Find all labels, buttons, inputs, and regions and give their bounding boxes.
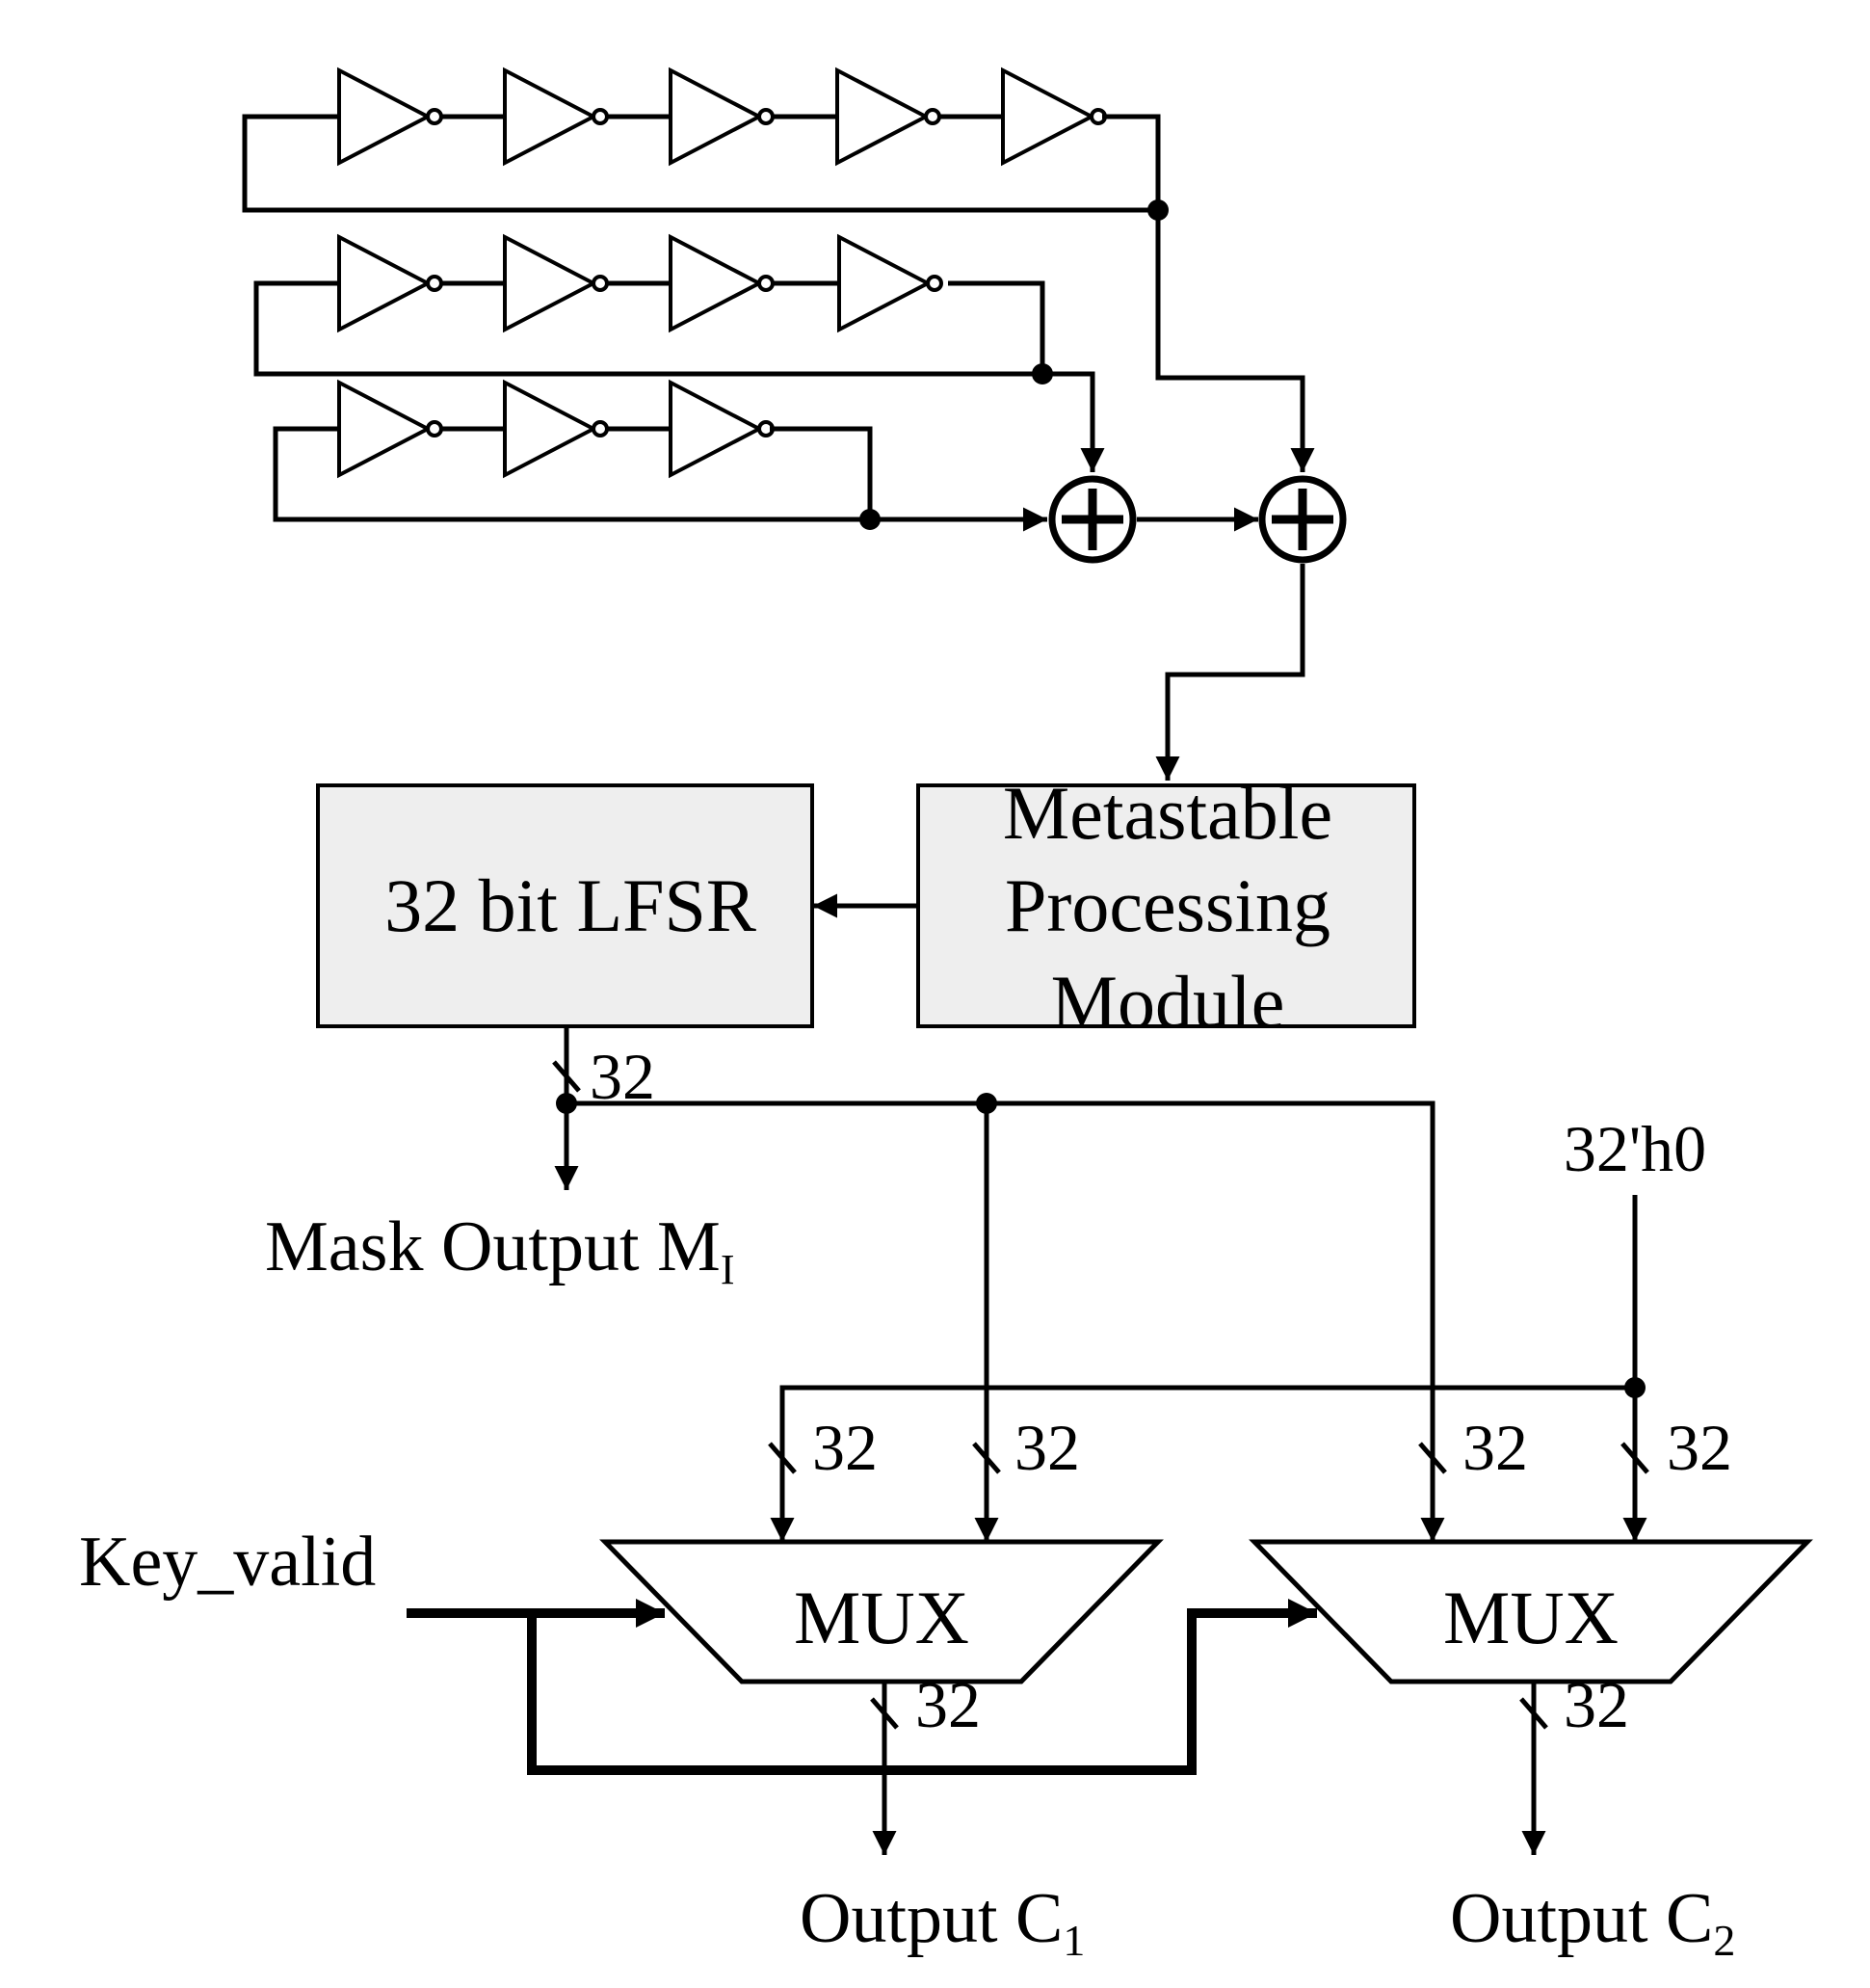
bus-width-slash bbox=[1620, 1442, 1649, 1474]
mux1-label: MUX bbox=[794, 1576, 969, 1659]
ro1-feedback-wire bbox=[242, 114, 1161, 213]
ring-oscillator-3-stage bbox=[337, 379, 775, 479]
xor-gate-2 bbox=[1258, 475, 1347, 564]
mux-2: MUX bbox=[1249, 1539, 1813, 1684]
metastable-label-line1: Metastable bbox=[1003, 771, 1332, 855]
inverter-icon bbox=[1001, 66, 1107, 167]
ro3-feedback-wire bbox=[273, 426, 873, 522]
ring-oscillator-5-stage bbox=[337, 66, 1107, 167]
inverter-icon bbox=[337, 66, 443, 167]
bus-width-label: 32 bbox=[590, 1040, 655, 1113]
constant-label: 32'h0 bbox=[1564, 1112, 1706, 1185]
junction-dot bbox=[1624, 1377, 1646, 1398]
bus-width-label: 32 bbox=[1667, 1411, 1732, 1484]
inverter-icon bbox=[837, 233, 943, 333]
junction-dot bbox=[1147, 199, 1169, 221]
metastable-processing-module: Metastable Processing Module bbox=[916, 771, 1416, 1044]
output-c2-subscript: 2 bbox=[1713, 1916, 1735, 1965]
xor2-to-metastable-wire bbox=[1155, 564, 1305, 781]
output-c1-text: Output C bbox=[800, 1879, 1063, 1958]
mux2-label: MUX bbox=[1443, 1576, 1619, 1659]
inverter-icon bbox=[669, 233, 775, 333]
bus-width-slash bbox=[972, 1442, 1001, 1474]
inverter-icon bbox=[337, 379, 443, 479]
inverter-icon bbox=[669, 66, 775, 167]
mask-output-text: Mask Output M bbox=[265, 1207, 721, 1286]
key-valid-label: Key_valid bbox=[79, 1523, 376, 1602]
bus-width-slash bbox=[768, 1442, 797, 1474]
bus-width-label: 32 bbox=[1462, 1411, 1528, 1484]
bus-width-label: 32 bbox=[1014, 1411, 1080, 1484]
inverter-icon bbox=[669, 379, 775, 479]
junction-dot bbox=[976, 1093, 997, 1114]
bus-width-slash bbox=[1519, 1697, 1548, 1730]
junction-dot bbox=[556, 1093, 577, 1114]
inverter-icon bbox=[503, 379, 609, 479]
metastable-label-line2: Processing bbox=[1005, 863, 1330, 947]
lfsr-bus-wire bbox=[566, 1100, 1445, 1542]
bus-width-label: 32 bbox=[812, 1411, 878, 1484]
junction-dot bbox=[1032, 363, 1053, 384]
inverter-icon bbox=[337, 233, 443, 333]
lfsr-label: 32 bit LFSR bbox=[384, 863, 756, 947]
output-c1-subscript: 1 bbox=[1063, 1916, 1085, 1965]
junction-dot bbox=[859, 509, 881, 530]
xor-gate-1 bbox=[1048, 475, 1137, 564]
ro2-to-xor1-wire bbox=[1042, 371, 1105, 472]
inverter-icon bbox=[835, 66, 941, 167]
output-c2-label: Output C2 bbox=[1450, 1879, 1735, 1965]
output-c2-text: Output C bbox=[1450, 1879, 1713, 1958]
bus-width-slash bbox=[870, 1697, 899, 1730]
inverter-icon bbox=[503, 233, 609, 333]
ring-oscillator-4-stage bbox=[337, 233, 943, 333]
mask-output-subscript: I bbox=[721, 1246, 735, 1293]
bus-width-slash bbox=[552, 1060, 581, 1093]
mask-output-label: Mask Output MI bbox=[265, 1207, 734, 1293]
bus-width-slash bbox=[1418, 1442, 1447, 1474]
metastable-label-line3: Module bbox=[1051, 960, 1285, 1044]
key-valid-to-mux2-wire bbox=[527, 1599, 1317, 1775]
lfsr-block: 32 bit LFSR bbox=[316, 783, 814, 1028]
inverter-icon bbox=[503, 66, 609, 167]
output-c1-label: Output C1 bbox=[800, 1879, 1085, 1965]
ro2-feedback-wire bbox=[253, 280, 1045, 377]
mux-1: MUX bbox=[599, 1539, 1164, 1684]
constant-bus-wire bbox=[770, 1385, 1635, 1542]
ro1-to-xor2-wire bbox=[1155, 210, 1315, 472]
